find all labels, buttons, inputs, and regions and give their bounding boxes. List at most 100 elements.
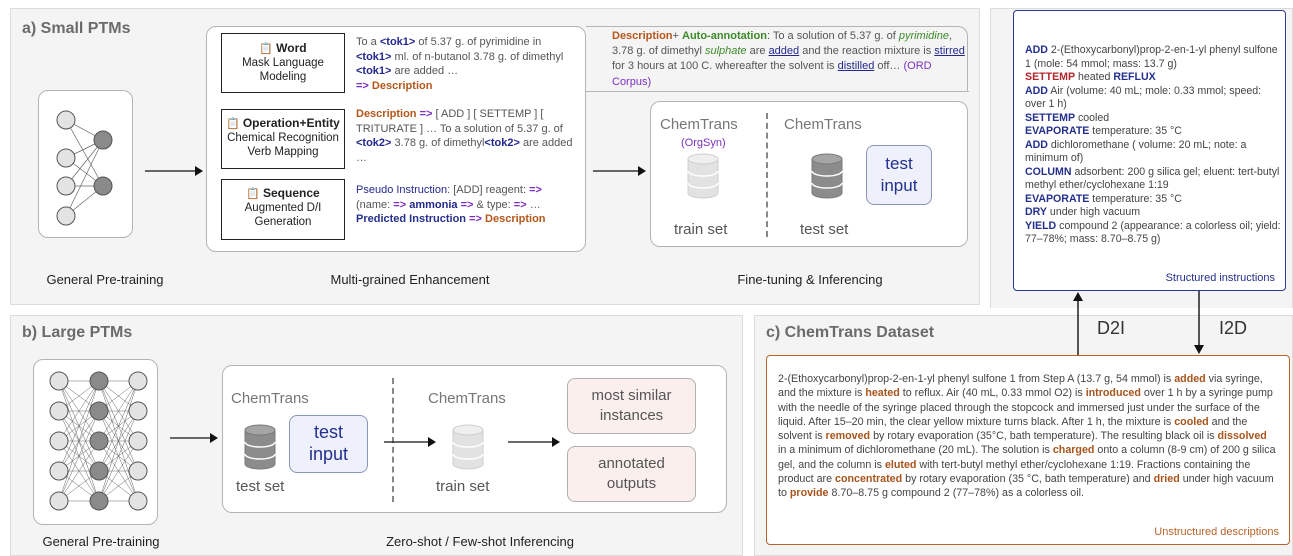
instruction-line: ADD dichloromethane ( volume: 20 mL; not… [1025,139,1283,166]
panel-c-title: c) ChemTrans Dataset [766,324,935,341]
action-verb: eluted [884,458,917,471]
network-node [49,401,69,421]
divider-b [392,378,394,502]
instruction-text: compound 2 (appearance: a colorless oil;… [1025,219,1281,246]
chemtrans-label-orgsyn: ChemTrans [660,116,738,133]
network-node [128,371,148,391]
instruction-line: ADD Air (volume: 40 mL; mole: 0.33 mmol;… [1025,85,1283,112]
instruction-line: ADD 2-(Ethoxycarbonyl)prop-2-en-1-yl phe… [1025,44,1283,71]
caption-finetuning-inferencing: Fine-tuning & Inferencing [737,272,883,287]
instruction-keyword: REFLUX [1113,71,1156,83]
i2d-label: I2D [1219,318,1248,338]
clipboard-icon: 📋 [226,118,240,130]
unstructured-descriptions-box: 2-(Ethoxycarbonyl)prop-2-en-1-yl phenyl … [766,355,1290,545]
instruction-list: ADD 2-(Ethoxycarbonyl)prop-2-en-1-yl phe… [1025,44,1283,247]
instruction-keyword: SETTEMP [1025,71,1076,83]
action-verb: dried [1153,473,1180,486]
test-input-box-a: test input [866,145,932,205]
large-network-diagram [49,371,148,511]
network-node [128,401,148,421]
instruction-keyword: ADD [1025,84,1048,97]
action-verb: provide [789,487,829,500]
instruction-keyword: EVAPORATE [1025,125,1090,137]
description-segment: to reflux. Air (40 mL, 0.33 mmol O2) is [899,387,1086,400]
d2i-arrow [1073,292,1083,355]
train-set-label-a: train set [674,221,728,238]
auto-annotation-text: Description+ Auto-annotation: To a solut… [612,30,965,88]
instruction-text: cooled [1075,111,1110,124]
instruction-line: SETTEMP heated REFLUX [1025,71,1283,85]
network-node [49,461,69,481]
instruction-line: SETTEMP cooled [1025,112,1283,126]
d2i-label: D2I [1097,318,1126,338]
instruction-keyword: YIELD [1025,219,1057,232]
clipboard-icon: 📋 [246,188,260,200]
description-segment: and the solvent is [778,415,1248,443]
instruction-line: DRY under high vacuum [1025,206,1283,220]
chemtrans-label-b-mid: ChemTrans [428,390,506,407]
caption-zero-few-shot: Zero-shot / Few-shot Inferencing [386,534,574,549]
description-segment: over 1 h by a syringe pump with the need… [778,387,1273,428]
divider-a [766,113,768,237]
small-network-diagram [56,110,113,226]
small-network-box [38,90,133,238]
caption-multi-grained-enhancement: Multi-grained Enhancement [330,272,490,287]
instruction-line: COLUMN adsorbent: 200 g silica gel; elue… [1025,166,1283,193]
instruction-line: EVAPORATE temperature: 35 °C [1025,125,1283,139]
instruction-text: Air (volume: 40 mL; mole: 0.33 mmol; spe… [1025,84,1262,111]
annotation-bottom-line [586,91,969,92]
test-set-database-icon [811,153,843,199]
instruction-text: adsorbent: 200 g silica gel; eluent: ter… [1025,165,1280,192]
caption-general-pretraining-a: General Pre-training [46,272,164,287]
action-verb: removed [825,430,871,443]
panel-a-title: a) Small PTMs [22,20,131,37]
chemtrans-label-test: ChemTrans [784,116,862,133]
action-verb: introduced [1085,387,1141,400]
test-set-label-b: test set [236,478,285,495]
instruction-text: dichloromethane ( volume: 20 mL; note: a… [1025,138,1247,165]
arrow-pretrain-to-infer [170,433,218,443]
action-verb: heated [865,387,900,400]
orgsyn-label: (OrgSyn) [681,137,726,149]
instruction-text: under high vacuum [1046,206,1141,218]
description-paragraph: 2-(Ethoxycarbonyl)prop-2-en-1-yl phenyl … [778,372,1278,501]
instruction-text: temperature: 35 °C [1089,192,1182,205]
description-segment: onto a column (8-9 cm) of 200 g silica g… [778,444,1276,471]
example-sequence: Pseudo Instruction: [ADD] reagent: => (n… [356,184,546,226]
network-node [128,491,148,511]
arrow-pretrain-to-enhance [145,166,203,176]
network-node [49,491,69,511]
network-node [49,371,69,391]
instruction-keyword: SETTEMP [1025,111,1076,124]
network-node [128,431,148,451]
train-set-label-b: train set [436,478,490,495]
instruction-text: 2-(Ethoxycarbonyl)prop-2-en-1-yl phenyl … [1025,44,1278,70]
annotation-outline [586,26,968,92]
annotated-outputs-box: annotated outputs [567,446,696,502]
arrow-enhance-to-finetune [593,166,646,176]
test-set-database-icon-b [244,424,276,470]
network-node [89,431,109,451]
arrow-train-to-outputs [508,437,560,447]
caption-general-pretraining-b: General Pre-training [42,534,160,549]
description-segment: 8.70–8.75 g compound 2 (77–78%) as a col… [828,487,1084,500]
example-mlm: To a <tok1> of 5.37 g. of pyrimidine in … [356,36,564,92]
network-node [89,461,109,481]
network-node [128,461,148,481]
structured-instructions-label: Structured instructions [1165,272,1275,284]
instruction-line: YIELD compound 2 (appearance: a colorles… [1025,220,1283,247]
instruction-keyword: ADD [1025,138,1048,151]
clipboard-icon: 📋 [259,43,274,55]
network-node [89,401,109,421]
instruction-line: EVAPORATE temperature: 35 °C [1025,193,1283,207]
structured-instructions-box: ADD 2-(Ethoxycarbonyl)prop-2-en-1-yl phe… [1013,10,1286,291]
panel-b-title: b) Large PTMs [22,324,133,341]
chemtrans-label-b-left: ChemTrans [231,390,309,407]
description-segment: 2-(Ethoxycarbonyl)prop-2-en-1-yl phenyl … [778,373,1175,385]
network-node [89,491,109,511]
instruction-keyword: COLUMN [1025,165,1072,178]
unstructured-descriptions-label: Unstructured descriptions [1154,526,1279,538]
